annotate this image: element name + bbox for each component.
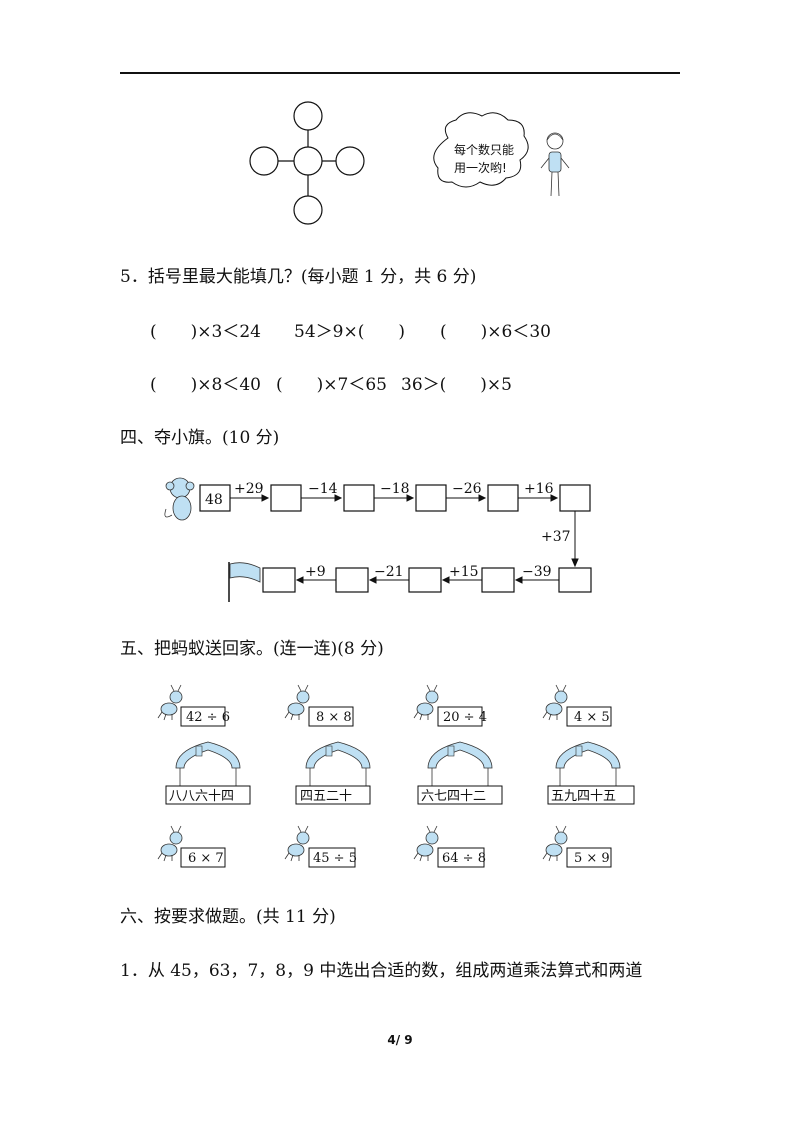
- ant-top-4[interactable]: 4 × 5: [542, 684, 612, 727]
- ant-top-2[interactable]: 8 × 8: [284, 684, 354, 727]
- circle-bottom[interactable]: [293, 195, 323, 225]
- top-op-2: −14: [308, 481, 338, 497]
- section6-q1: 1．从 45，63，7，8，9 中选出合适的数，组成两道乘法算式和两道: [120, 961, 643, 981]
- speech-bubble: 每个数只能 用一次哟!: [433, 112, 529, 188]
- header-rule: [120, 72, 680, 74]
- house-3[interactable]: 六七四十二: [417, 741, 503, 805]
- q5-row2-item2: ( )×7＜65: [276, 375, 387, 395]
- monkey-icon: [164, 477, 195, 521]
- bottom-op-3: +15: [449, 564, 479, 580]
- house-2[interactable]: 四五二十: [295, 741, 371, 805]
- ant-bottom-3-label: 64 ÷ 8: [442, 851, 486, 866]
- circle-right[interactable]: [335, 146, 365, 176]
- ant-matching: 42 ÷ 6 8 × 8 20 ÷ 4: [157, 684, 635, 868]
- top-op-4: −26: [452, 481, 482, 497]
- flag-chain: 48 +29 −14 −18 −26 +16 +37: [164, 477, 592, 602]
- q5-row1-item1: ( )×3＜24: [150, 322, 261, 342]
- bubble-line-2: 用一次哟!: [454, 161, 507, 175]
- circle-top[interactable]: [293, 101, 323, 131]
- bottom-box-5[interactable]: [558, 567, 592, 593]
- ant-top-4-label: 4 × 5: [574, 710, 610, 725]
- q5-row1-item2: 54＞9×( ): [294, 322, 405, 342]
- ant-icon: [284, 825, 310, 862]
- ant-top-1[interactable]: 42 ÷ 6: [157, 684, 230, 727]
- ant-bottom-4[interactable]: 5 × 9: [542, 825, 612, 868]
- girl-illustration: [540, 132, 570, 197]
- bubble-line-1: 每个数只能: [454, 142, 514, 157]
- bottom-box-1[interactable]: [262, 567, 296, 593]
- ant-icon: [284, 684, 310, 721]
- ant-bottom-3[interactable]: 64 ÷ 8: [413, 825, 486, 868]
- circle-diagram: [249, 101, 365, 225]
- section5-title: 五、把蚂蚁送回家。(连一连)(8 分): [120, 639, 384, 659]
- top-box-2[interactable]: [343, 484, 375, 512]
- house-1[interactable]: 八八六十四: [165, 741, 251, 805]
- top-box-5[interactable]: [559, 484, 591, 512]
- circle-center[interactable]: [293, 146, 323, 176]
- house-2-label: 四五二十: [300, 789, 352, 804]
- house-4-label: 五九四十五: [551, 789, 616, 804]
- top-op-1: +29: [234, 481, 264, 497]
- ant-icon: [413, 684, 439, 721]
- top-op-5: +16: [524, 481, 554, 497]
- top-op-3: −18: [380, 481, 410, 497]
- ant-top-2-label: 8 × 8: [316, 710, 352, 725]
- bottom-op-2: −21: [374, 564, 404, 580]
- start-box: [199, 484, 231, 512]
- ant-icon: [542, 825, 568, 862]
- ant-bottom-4-label: 5 × 9: [574, 851, 610, 866]
- bottom-box-3[interactable]: [408, 567, 442, 593]
- bottom-op-1: +9: [305, 564, 326, 580]
- ant-icon: [157, 684, 183, 721]
- house-roof: [305, 741, 371, 769]
- house-roof: [427, 741, 493, 769]
- page-number: 4/ 9: [387, 1033, 413, 1047]
- bottom-op-4: −39: [522, 564, 552, 580]
- ant-bottom-2[interactable]: 45 ÷ 5: [284, 825, 357, 868]
- ant-top-3-label: 20 ÷ 4: [443, 710, 487, 725]
- flag-icon: [228, 562, 261, 602]
- top-box-3[interactable]: [415, 484, 447, 512]
- ant-icon: [157, 825, 183, 862]
- ant-top-1-label: 42 ÷ 6: [186, 710, 230, 725]
- house-1-label: 八八六十四: [169, 789, 234, 804]
- ant-bottom-1[interactable]: 6 × 7: [157, 825, 226, 868]
- section4-title: 四、夺小旗。(10 分): [120, 428, 280, 448]
- ant-bottom-2-label: 45 ÷ 5: [313, 851, 357, 866]
- ant-icon: [542, 684, 568, 721]
- house-3-label: 六七四十二: [421, 789, 486, 804]
- ant-bottom-1-label: 6 × 7: [188, 851, 224, 866]
- q5-row2-item1: ( )×8＜40: [150, 375, 261, 395]
- house-roof: [175, 741, 241, 769]
- top-box-1[interactable]: [270, 484, 302, 512]
- q5-title: 5．括号里最大能填几？(每小题 1 分，共 6 分): [120, 267, 477, 287]
- circle-left[interactable]: [249, 146, 279, 176]
- q5-row1-item3: ( )×6＜30: [440, 322, 551, 342]
- house-roof: [555, 741, 621, 769]
- bottom-box-2[interactable]: [335, 567, 369, 593]
- ant-top-3[interactable]: 20 ÷ 4: [413, 684, 487, 727]
- house-4[interactable]: 五九四十五: [547, 741, 635, 805]
- q5-row2-item3: 36＞( )×5: [401, 375, 512, 395]
- down-op: +37: [541, 529, 571, 545]
- ant-icon: [413, 825, 439, 862]
- bottom-box-4[interactable]: [481, 567, 515, 593]
- start-value: 48: [205, 492, 223, 508]
- top-box-4[interactable]: [487, 484, 519, 512]
- section6-title: 六、按要求做题。(共 11 分): [120, 907, 336, 927]
